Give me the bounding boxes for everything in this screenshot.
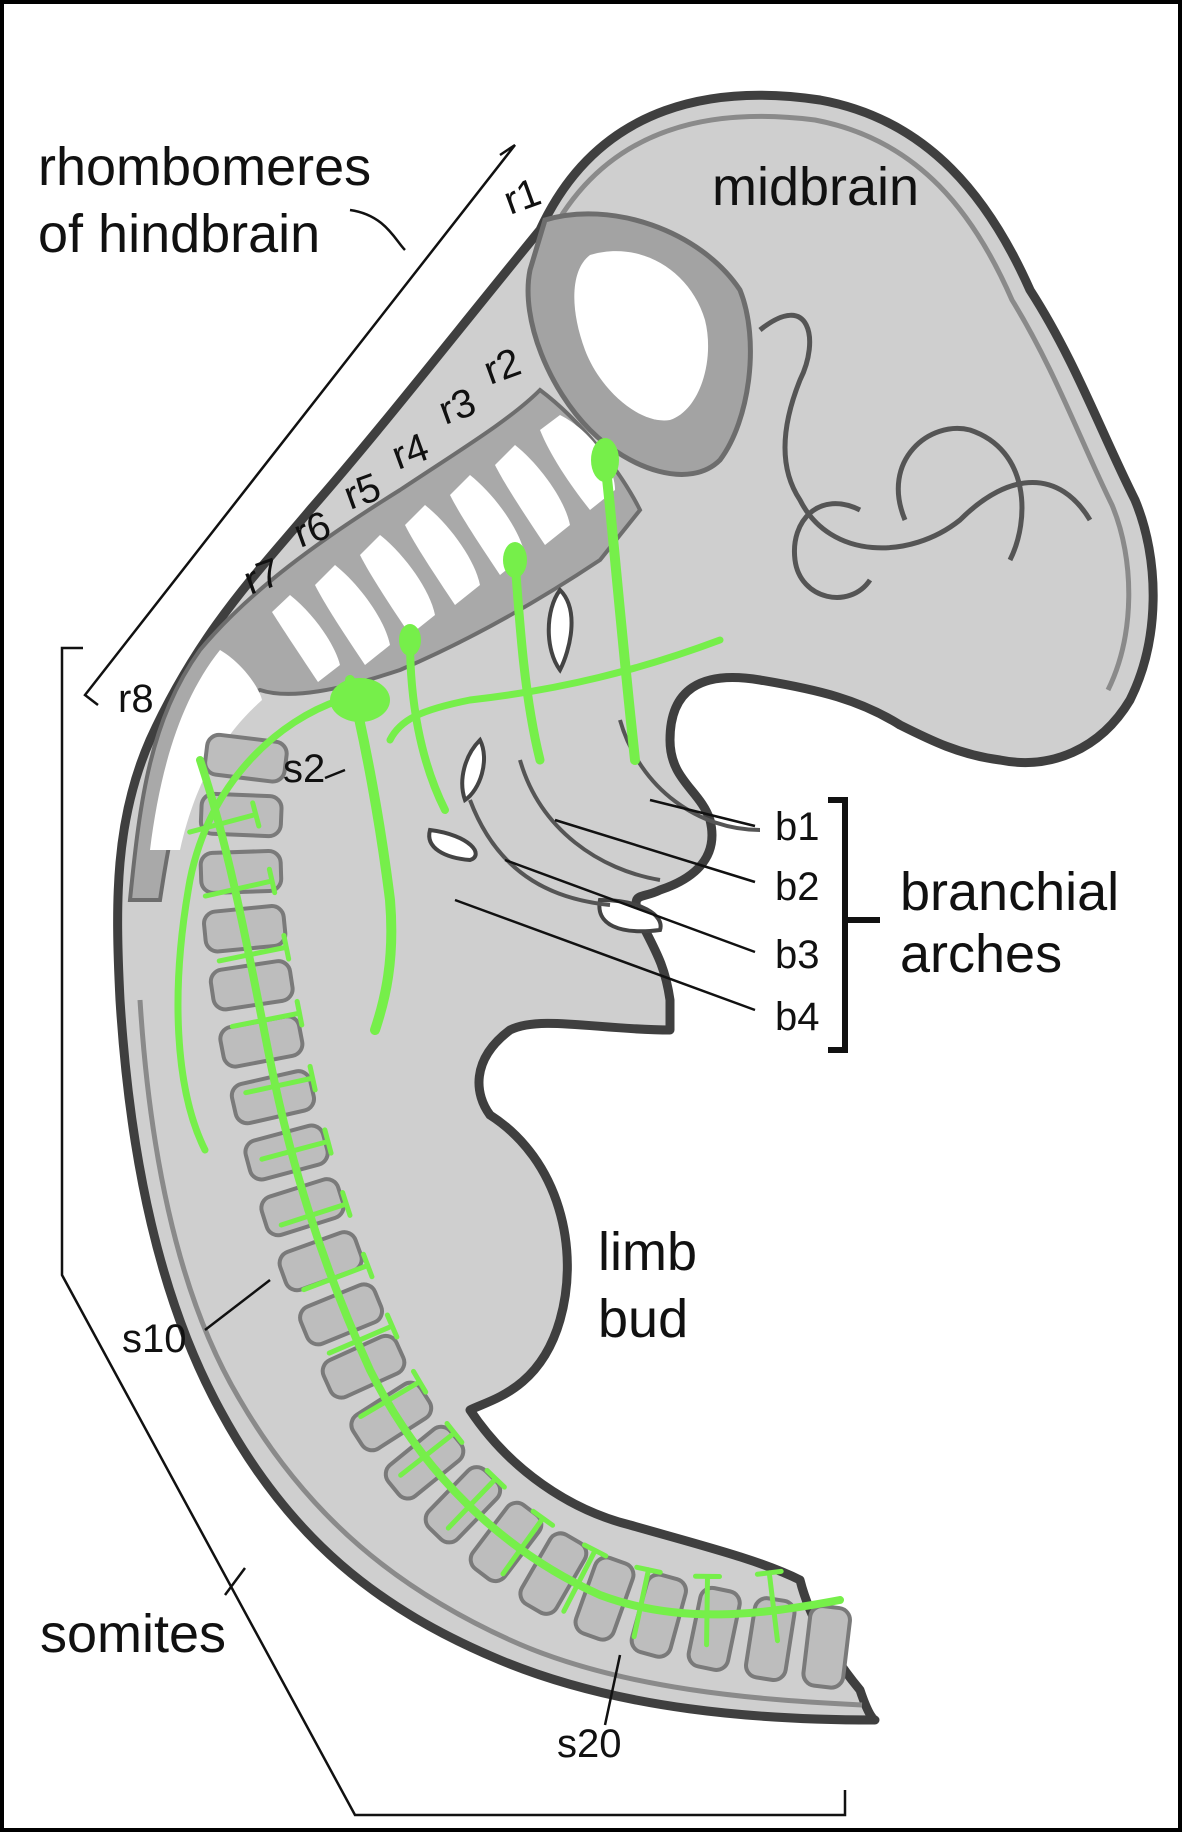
branchial-label-line1: branchial [900,862,1119,922]
rhombomeres-label-line1: rhombomeres [38,137,371,197]
limb-bud-label-line2: bud [598,1289,688,1349]
branchial-label-line2: arches [900,924,1062,984]
somites-label: somites [40,1604,226,1664]
somite-block [204,733,288,782]
midbrain-label: midbrain [712,157,919,217]
s2-label: s2 [283,747,325,791]
b1-label: b1 [775,805,820,849]
s10-label: s10 [122,1317,187,1361]
b3-label: b3 [775,933,820,977]
r8-label: r8 [118,677,154,721]
limb-bud-label-line1: limb [598,1222,697,1282]
rhombomeres-label-line2: of hindbrain [38,204,320,264]
s20-label: s20 [557,1722,622,1766]
b4-label: b4 [775,995,820,1039]
somite-block [802,1605,851,1689]
b2-label: b2 [775,865,820,909]
